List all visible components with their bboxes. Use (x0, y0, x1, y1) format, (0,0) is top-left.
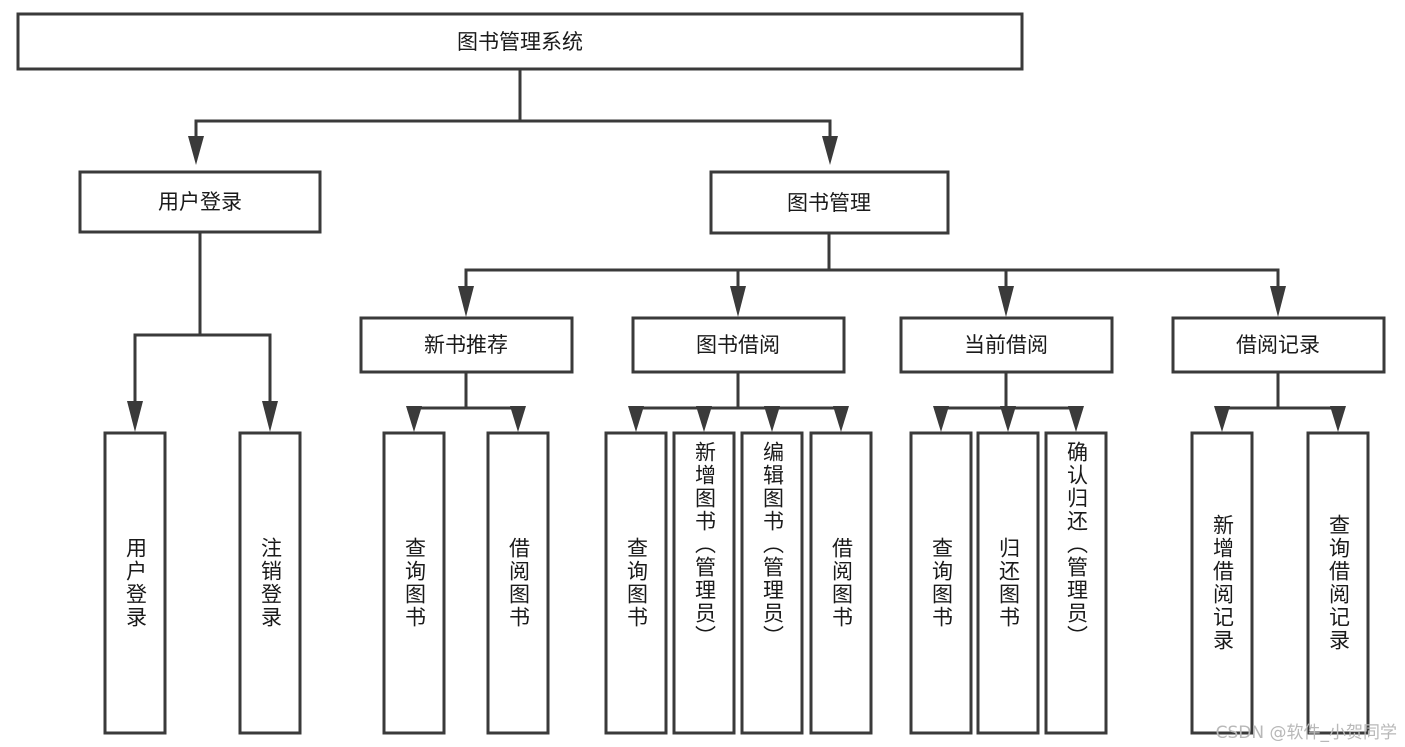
book-borrow-label: 图书借阅 (696, 333, 780, 357)
new-book-recommend-label: 新书推荐 (424, 333, 508, 357)
root-label: 图书管理系统 (457, 30, 583, 54)
arrow-head-level3-4 (1270, 286, 1286, 317)
arrow-head-newbook-2 (510, 406, 526, 432)
book-manage-box (709, 170, 950, 235)
leaf-box-add-record[interactable] (1190, 431, 1254, 735)
node-current-borrow[interactable]: 当前借阅 (899, 316, 1114, 374)
arrow-head-currentborrow-1 (933, 406, 949, 432)
csdn-watermark: CSDN @软件_小贺同学 (1215, 723, 1397, 743)
root-box (16, 12, 1024, 71)
leaf-box-query-book-3[interactable] (909, 431, 973, 735)
arrow-head-level2-1 (188, 136, 204, 165)
arrow-head-level3-2 (730, 286, 746, 317)
node-book-manage[interactable]: 图书管理 (709, 170, 950, 235)
leaf-box-query-book-1[interactable] (382, 431, 446, 735)
arrow-head-level3-3 (998, 286, 1014, 317)
leaf-box-borrow-book-1[interactable] (486, 431, 550, 735)
node-new-book-recommend[interactable]: 新书推荐 (359, 316, 574, 374)
user-login-label: 用户登录 (158, 190, 242, 214)
arrow-head-bookborrow-1 (628, 406, 644, 432)
leaf-box-confirm-return[interactable] (1044, 431, 1108, 735)
new-book-recommend-box (359, 316, 574, 374)
arrow-head-userlogin-2 (262, 401, 278, 432)
leaf-box-borrow-book-2[interactable] (809, 431, 873, 735)
arrow-head-bookborrow-2 (696, 406, 712, 432)
arrow-head-borrowrecord-1 (1214, 406, 1230, 432)
node-book-borrow[interactable]: 图书借阅 (631, 316, 846, 374)
arrow-head-borrowrecord-2 (1330, 406, 1346, 432)
current-borrow-box (899, 316, 1114, 374)
arrow-head-userlogin-1 (127, 401, 143, 432)
node-root[interactable]: 图书管理系统 (16, 12, 1024, 71)
leaf-box-query-book-2[interactable] (604, 431, 668, 735)
arrow-head-bookborrow-3 (764, 406, 780, 432)
current-borrow-label: 当前借阅 (964, 333, 1048, 357)
arrow-head-level2-2 (822, 136, 838, 165)
book-manage-label: 图书管理 (787, 191, 871, 215)
leaf-box-user-login[interactable] (103, 431, 167, 735)
arrow-head-currentborrow-2 (1000, 406, 1016, 432)
leaf-box-edit-book[interactable] (740, 431, 804, 735)
arrow-head-bookborrow-4 (833, 406, 849, 432)
arrow-head-level3-1 (458, 286, 474, 317)
leaf-box-return-book[interactable] (976, 431, 1040, 735)
leaf-box-add-book[interactable] (672, 431, 736, 735)
arrow-head-currentborrow-3 (1068, 406, 1084, 432)
node-borrow-record[interactable]: 借阅记录 (1171, 316, 1386, 374)
leaf-box-user-logout[interactable] (238, 431, 302, 735)
arrow-head-newbook-1 (406, 406, 422, 432)
book-borrow-box (631, 316, 846, 374)
borrow-record-box (1171, 316, 1386, 374)
leaf-box-query-record[interactable] (1306, 431, 1370, 735)
node-user-login[interactable]: 用户登录 (78, 170, 322, 234)
borrow-record-label: 借阅记录 (1236, 333, 1320, 357)
